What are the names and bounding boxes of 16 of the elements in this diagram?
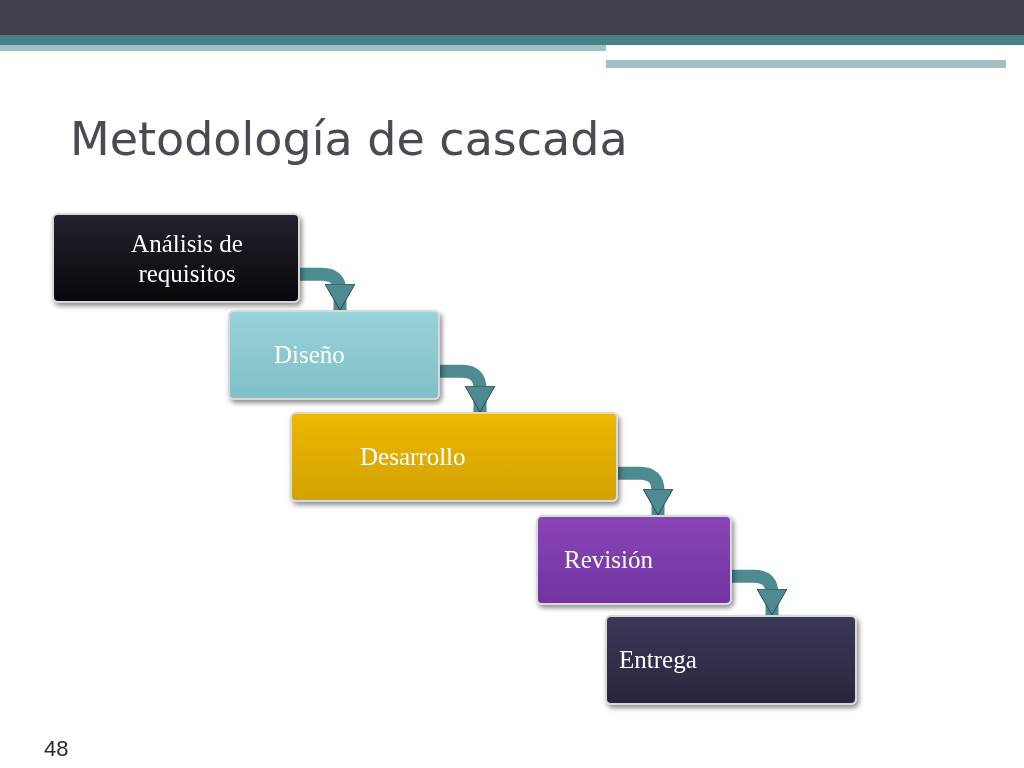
process-box xyxy=(52,213,300,303)
step-label: Desarrollo xyxy=(360,442,466,472)
curved-arrow xyxy=(440,364,496,413)
curved-arrow xyxy=(300,267,356,311)
curved-arrow xyxy=(732,569,788,616)
step-label: Revisión xyxy=(564,545,653,575)
process-box xyxy=(228,310,440,400)
step-label: Entrega xyxy=(619,645,697,675)
slide-title: Metodología de cascada xyxy=(70,112,628,166)
page-number: 48 xyxy=(44,736,69,762)
process-box xyxy=(536,515,732,605)
curved-arrow xyxy=(618,466,674,516)
step-label: Análisis de requisitos xyxy=(130,229,244,289)
process-box xyxy=(290,412,618,502)
step-label: Diseño xyxy=(274,340,345,370)
process-box xyxy=(605,615,857,705)
